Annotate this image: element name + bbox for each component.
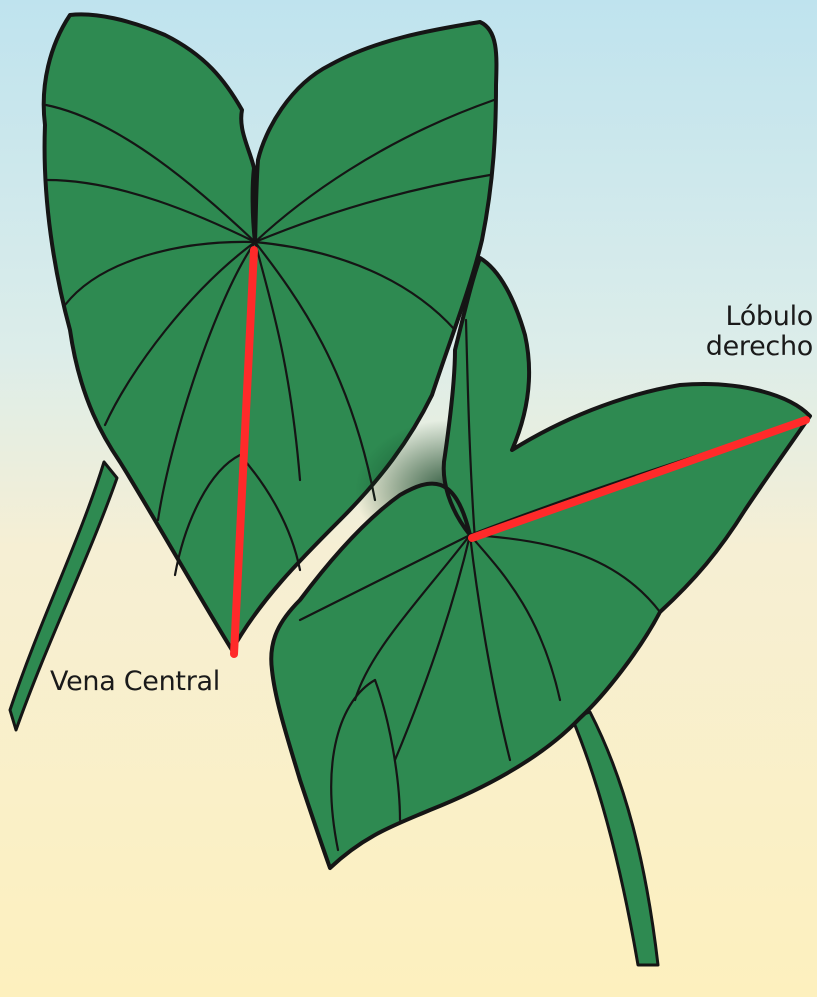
midrib-label: Vena Central <box>50 667 220 697</box>
right-lobe-label-line1: Lóbulo <box>706 302 813 332</box>
right-lobe-label: Lóbulo derecho <box>706 302 813 362</box>
right-lobe-label-line2: derecho <box>706 332 813 362</box>
